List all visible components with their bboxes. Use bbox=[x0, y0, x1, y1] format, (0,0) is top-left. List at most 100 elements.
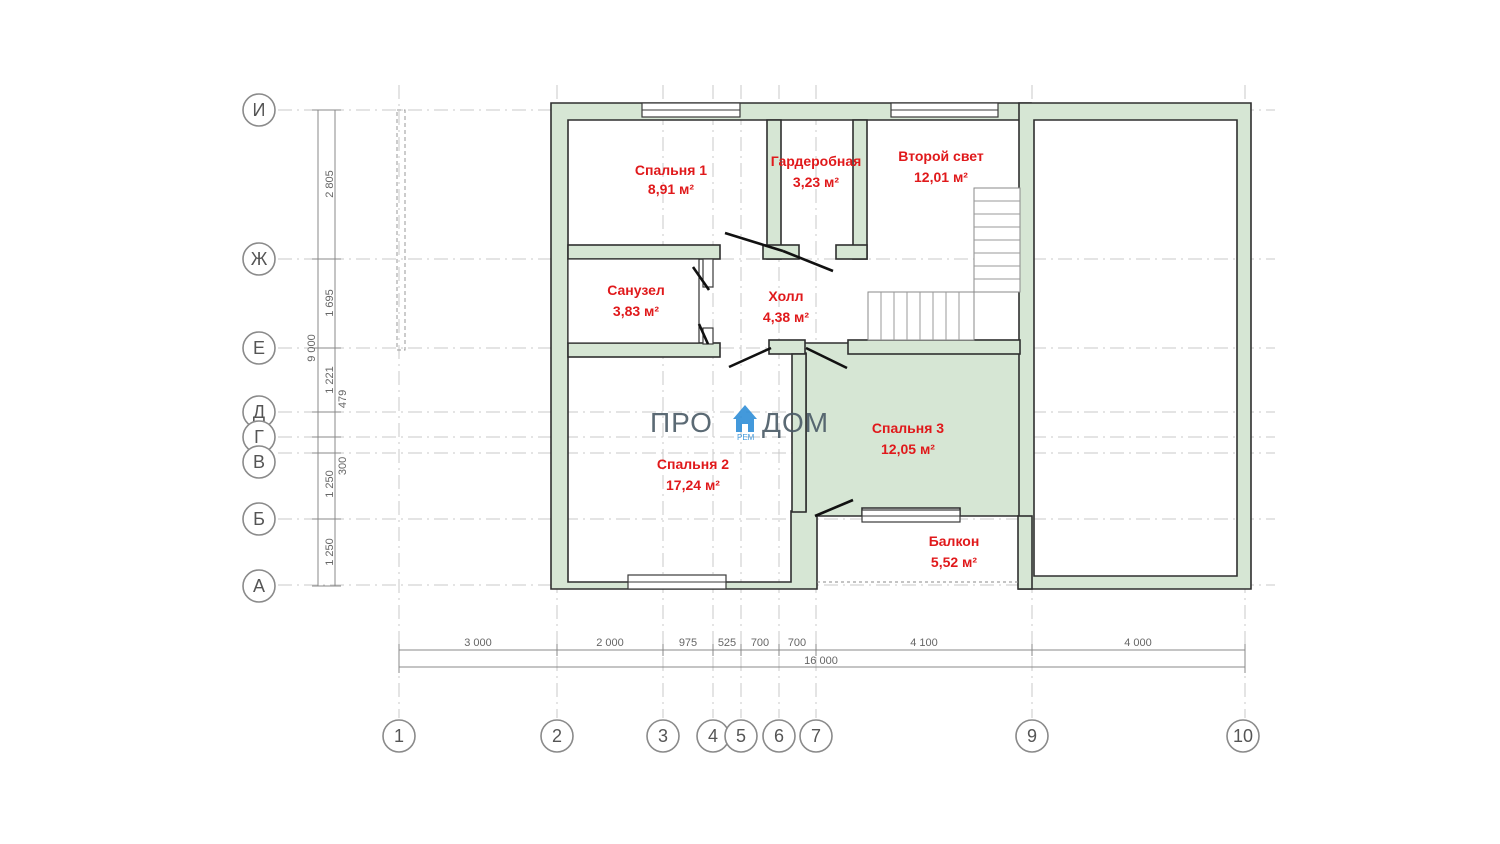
horizontal-dimensions: 3 000 2 000 975 525 700 700 4 100 4 000 … bbox=[398, 637, 1246, 673]
dim-h-4100: 4 100 bbox=[910, 637, 938, 649]
svg-text:Е: Е bbox=[253, 338, 265, 358]
partition-hall-stub bbox=[768, 339, 806, 355]
wardrobe-wall-right bbox=[852, 119, 868, 260]
door-bedroom3 bbox=[805, 346, 848, 370]
column-bubble-1: 1 bbox=[382, 719, 416, 753]
row-bubble-i: И bbox=[242, 93, 276, 127]
outer-wall-right bbox=[1018, 102, 1252, 590]
svg-text:10: 10 bbox=[1233, 726, 1253, 746]
vertical-dimensions: 2 805 1 695 1 221 479 1 250 300 1 250 9 … bbox=[306, 109, 349, 587]
door-wardrobe bbox=[782, 249, 834, 273]
dim-h-2000: 2 000 bbox=[596, 637, 624, 649]
svg-text:Д: Д bbox=[253, 402, 265, 422]
svg-text:И: И bbox=[253, 100, 266, 120]
column-bubbles: 1 2 3 4 5 6 7 9 10 bbox=[382, 719, 1260, 753]
svg-text:5: 5 bbox=[736, 726, 746, 746]
room-labels: Спальня 1 8,91 м² Гардеробная 3,23 м² Вт… bbox=[607, 148, 984, 570]
doors bbox=[691, 231, 854, 518]
column-bubble-6: 6 bbox=[762, 719, 796, 753]
logo-sub: РЕМ bbox=[737, 433, 755, 442]
dim-v-1221: 1 221 bbox=[324, 366, 336, 394]
row-bubble-a: А bbox=[242, 569, 276, 603]
svg-text:1: 1 bbox=[394, 726, 404, 746]
bath-frame bbox=[567, 258, 700, 344]
logo-text-left: ПРО bbox=[650, 407, 713, 438]
dim-v-total: 9 000 bbox=[306, 334, 318, 362]
svg-text:Ж: Ж bbox=[251, 249, 268, 269]
dim-h-700a: 700 bbox=[751, 637, 769, 649]
dim-v-1695: 1 695 bbox=[324, 289, 336, 317]
logo-text-right: ДОМ bbox=[762, 407, 829, 438]
door-bedroom2 bbox=[728, 346, 772, 369]
wardrobe-jamb-right bbox=[835, 244, 868, 260]
dim-h-975: 975 bbox=[679, 637, 697, 649]
row-bubble-e: Е bbox=[242, 331, 276, 365]
dim-v-1250b: 1 250 bbox=[324, 538, 336, 566]
dim-h-525: 525 bbox=[718, 637, 736, 649]
wardrobe-wall-left bbox=[766, 119, 782, 260]
partition-bedroom1-bath bbox=[567, 244, 721, 260]
room-name-second-light: Второй свет bbox=[898, 148, 984, 164]
windows bbox=[627, 102, 999, 590]
window-bedroom3 bbox=[861, 509, 961, 523]
dim-h-total: 16 000 bbox=[804, 655, 838, 667]
svg-text:4: 4 bbox=[708, 726, 718, 746]
svg-text:В: В bbox=[253, 452, 265, 472]
room-name-bathroom: Санузел bbox=[607, 282, 665, 298]
door-bath-1 bbox=[691, 266, 711, 291]
dim-h-3000: 3 000 bbox=[464, 637, 492, 649]
room-area-bedroom2: 17,24 м² bbox=[666, 477, 720, 493]
room-area-bedroom1: 8,91 м² bbox=[648, 181, 694, 197]
dim-v-1250a: 1 250 bbox=[324, 470, 336, 498]
walls bbox=[550, 102, 1252, 590]
dim-v-2805: 2 805 bbox=[324, 170, 336, 198]
door-balcony bbox=[814, 498, 854, 518]
door-bath-2 bbox=[697, 323, 710, 345]
svg-text:2: 2 bbox=[552, 726, 562, 746]
logo-watermark: ПРО РЕМ ДОМ bbox=[650, 405, 829, 442]
room-area-bedroom3: 12,05 м² bbox=[881, 441, 935, 457]
room-area-bathroom: 3,83 м² bbox=[613, 303, 659, 319]
row-bubble-v: В bbox=[242, 445, 276, 479]
partition-hall-bedroom3 bbox=[847, 339, 1021, 355]
row-bubble-b: Б bbox=[242, 502, 276, 536]
balcony-wall bbox=[1017, 515, 1033, 590]
svg-text:Г: Г bbox=[254, 427, 264, 447]
door-bedroom1 bbox=[724, 231, 784, 253]
column-bubble-10: 10 bbox=[1226, 719, 1260, 753]
svg-text:6: 6 bbox=[774, 726, 784, 746]
column-bubble-5: 5 bbox=[724, 719, 758, 753]
house-icon bbox=[733, 405, 757, 432]
row-bubble-zh: Ж bbox=[242, 242, 276, 276]
svg-text:Б: Б bbox=[253, 509, 265, 529]
wall-bedroom2-bedroom3 bbox=[791, 353, 807, 513]
window-second-light bbox=[890, 102, 999, 118]
room-name-hall: Холл bbox=[768, 288, 803, 304]
room-area-hall: 4,38 м² bbox=[763, 309, 809, 325]
column-bubble-4: 4 bbox=[696, 719, 730, 753]
window-bedroom2 bbox=[627, 574, 727, 590]
staircase bbox=[867, 187, 1021, 341]
dim-h-700b: 700 bbox=[788, 637, 806, 649]
column-bubble-7: 7 bbox=[799, 719, 833, 753]
dim-h-4000: 4 000 bbox=[1124, 637, 1152, 649]
dim-v-300: 300 bbox=[337, 457, 349, 475]
room-name-bedroom2: Спальня 2 bbox=[657, 456, 729, 472]
column-bubble-2: 2 bbox=[540, 719, 574, 753]
room-name-bedroom1: Спальня 1 bbox=[635, 162, 707, 178]
window-bedroom1 bbox=[641, 102, 741, 118]
room-name-wardrobe: Гардеробная bbox=[771, 153, 862, 169]
dim-v-479: 479 bbox=[337, 390, 349, 408]
room-name-bedroom3: Спальня 3 bbox=[872, 420, 944, 436]
column-bubble-9: 9 bbox=[1015, 719, 1049, 753]
room-area-second-light: 12,01 м² bbox=[914, 169, 968, 185]
column-bubble-3: 3 bbox=[646, 719, 680, 753]
row-bubbles: И Ж Е Д Г В Б А bbox=[242, 93, 276, 603]
room-name-balcony: Балкон bbox=[929, 533, 980, 549]
axis-guide bbox=[396, 109, 406, 351]
room-area-wardrobe: 3,23 м² bbox=[793, 174, 839, 190]
svg-text:А: А bbox=[253, 576, 265, 596]
svg-text:3: 3 bbox=[658, 726, 668, 746]
svg-text:7: 7 bbox=[811, 726, 821, 746]
